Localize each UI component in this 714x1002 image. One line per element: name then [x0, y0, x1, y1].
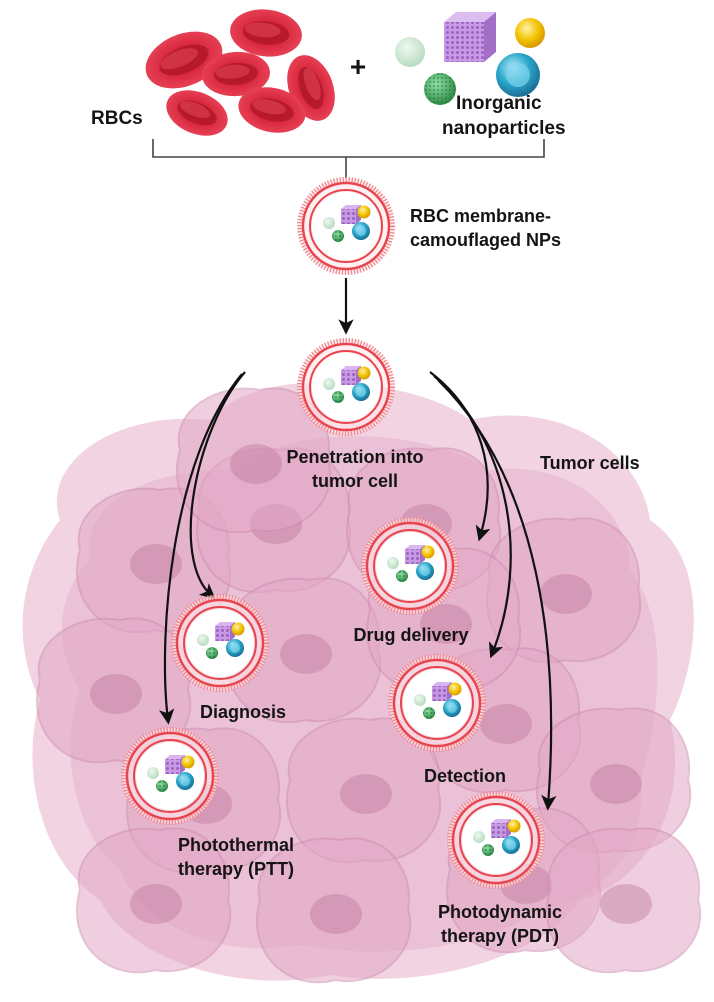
pdt-label-line1: Photodynamic [438, 902, 562, 922]
rbcs-label: RBCs [91, 108, 143, 129]
inorganic-nanoparticles-icon [395, 12, 545, 105]
merge-bracket [152, 139, 545, 178]
diagnosis-label: Diagnosis [200, 702, 286, 722]
pathway-arrows [159, 371, 557, 811]
penetration-label-line2: tumor cell [312, 471, 398, 491]
detection-nanoparticle-icon [389, 655, 485, 751]
camouflaged-label-line2: camouflaged NPs [410, 230, 561, 250]
inorganic-label-line1: Inorganic [456, 93, 542, 114]
diagnosis-nanoparticle-icon [172, 595, 268, 691]
detection-label: Detection [424, 766, 506, 786]
arrow-to-diagnosis-icon [189, 371, 246, 600]
camouflaged-nanoparticle-icon [298, 178, 394, 274]
ptt-label-line2: therapy (PTT) [178, 859, 294, 879]
inorganic-label-line2: nanoparticles [442, 118, 566, 139]
penetrating-nanoparticle-icon [298, 339, 394, 435]
pdt-label-line2: therapy (PDT) [441, 926, 559, 946]
drug-delivery-label: Drug delivery [353, 625, 468, 645]
pdt-nanoparticle-icon [448, 792, 544, 888]
ptt-nanoparticle-icon [122, 728, 218, 824]
arrow-to-ptt-icon [159, 373, 243, 725]
plus-sign: + [350, 51, 366, 82]
ptt-label-line1: Photothermal [178, 835, 294, 855]
camouflaged-label-line1: RBC membrane- [410, 206, 551, 226]
red-blood-cells-icon [137, 5, 344, 145]
cube-nanoparticle-icon [444, 12, 496, 62]
penetration-label-line1: Penetration into [286, 447, 423, 467]
drug-delivery-nanoparticle-icon [362, 518, 458, 614]
arrow-to-pdt-icon [437, 379, 557, 811]
tumor-cells-label: Tumor cells [540, 453, 640, 473]
